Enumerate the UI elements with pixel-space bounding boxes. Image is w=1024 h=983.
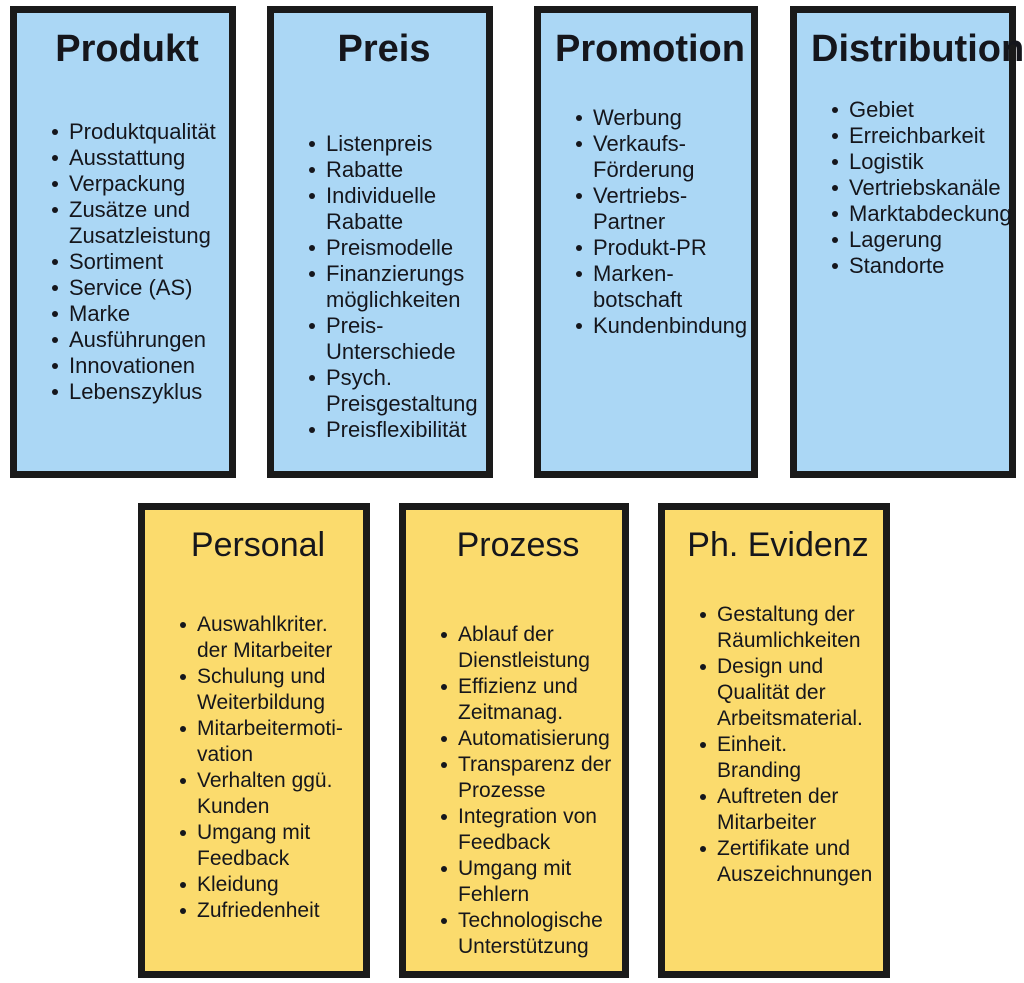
- list-item: Produkt-PR: [575, 235, 743, 261]
- list-item: Zusätze und Zusatzleistung: [51, 197, 221, 249]
- list-item: Ausführungen: [51, 327, 221, 353]
- list-item: Vertriebskanäle: [831, 175, 1001, 201]
- list-item: Ablauf der Dienstleistung: [440, 622, 614, 674]
- list-item: Logistik: [831, 149, 1001, 175]
- list-item: Marken-botschaft: [575, 261, 743, 313]
- box-ph-evidenz: Ph. Evidenz Gestaltung der Räumlichkeite…: [658, 503, 890, 978]
- list-item: Verpackung: [51, 171, 221, 197]
- list-item: Innovationen: [51, 353, 221, 379]
- list-item: Technologische Unterstützung: [440, 908, 614, 960]
- list-item: Zertifikate und Auszeichnungen: [699, 836, 875, 888]
- list-item: Preisflexibilität: [308, 417, 478, 443]
- list-item: Preis-Unterschiede: [308, 313, 478, 365]
- list-item: Kundenbindung: [575, 313, 747, 339]
- box-produkt-title: Produkt: [55, 28, 199, 70]
- list-item: Produktqualität: [51, 119, 221, 145]
- box-distribution-title: Distribution: [811, 28, 1024, 70]
- list-item: Gebiet: [831, 97, 1001, 123]
- list-item: Verhalten ggü. Kunden: [179, 768, 355, 820]
- box-preis-title: Preis: [337, 28, 431, 70]
- list-item: Transparenz der Prozesse: [440, 752, 614, 804]
- list-item: Marktabdeckung: [831, 201, 1012, 227]
- list-item: Umgang mit Feedback: [179, 820, 355, 872]
- list-item: Erreichbarkeit: [831, 123, 1001, 149]
- list-item: Service (AS): [51, 275, 221, 301]
- list-item: Listenpreis: [308, 131, 478, 157]
- list-item: Lebenszyklus: [51, 379, 221, 405]
- list-item: Vertriebs-Partner: [575, 183, 743, 235]
- list-item: Rabatte: [308, 157, 478, 183]
- list-item: Werbung: [575, 105, 743, 131]
- list-item: Effizienz und Zeitmanag.: [440, 674, 614, 726]
- list-item: Auftreten der Mitarbeiter: [699, 784, 875, 836]
- list-item: Umgang mit Fehlern: [440, 856, 614, 908]
- box-personal-title: Personal: [190, 526, 326, 564]
- list-item: Schulung und Weiterbildung: [179, 664, 355, 716]
- list-item: Mitarbeitermoti-vation: [179, 716, 355, 768]
- list-item: Standorte: [831, 253, 1001, 279]
- list-item: Gestaltung der Räumlichkeiten: [699, 602, 875, 654]
- list-item: Psych. Preisgestaltung: [308, 365, 478, 417]
- list-item: Sortiment: [51, 249, 221, 275]
- box-promotion-title: Promotion: [555, 28, 745, 70]
- list-item: Integration von Feedback: [440, 804, 614, 856]
- list-item: Marke: [51, 301, 221, 327]
- list-item: Lagerung: [831, 227, 1001, 253]
- list-item: Auswahlkriter. der Mitarbeiter: [179, 612, 355, 664]
- list-item: Verkaufs-Förderung: [575, 131, 743, 183]
- box-ph-evidenz-title: Ph. Evidenz: [687, 526, 869, 564]
- list-item: Einheit. Branding: [699, 732, 875, 784]
- list-item: Design und Qualität der Arbeitsmaterial.: [699, 654, 875, 732]
- list-item: Finanzierungs möglichkeiten: [308, 261, 478, 313]
- list-item: Ausstattung: [51, 145, 221, 171]
- list-item: Kleidung: [179, 872, 355, 898]
- list-item: Preismodelle: [308, 235, 478, 261]
- list-item: Automatisierung: [440, 726, 614, 752]
- list-item: Zufriedenheit: [179, 898, 355, 924]
- list-item: Individuelle Rabatte: [308, 183, 478, 235]
- box-prozess-title: Prozess: [456, 526, 580, 564]
